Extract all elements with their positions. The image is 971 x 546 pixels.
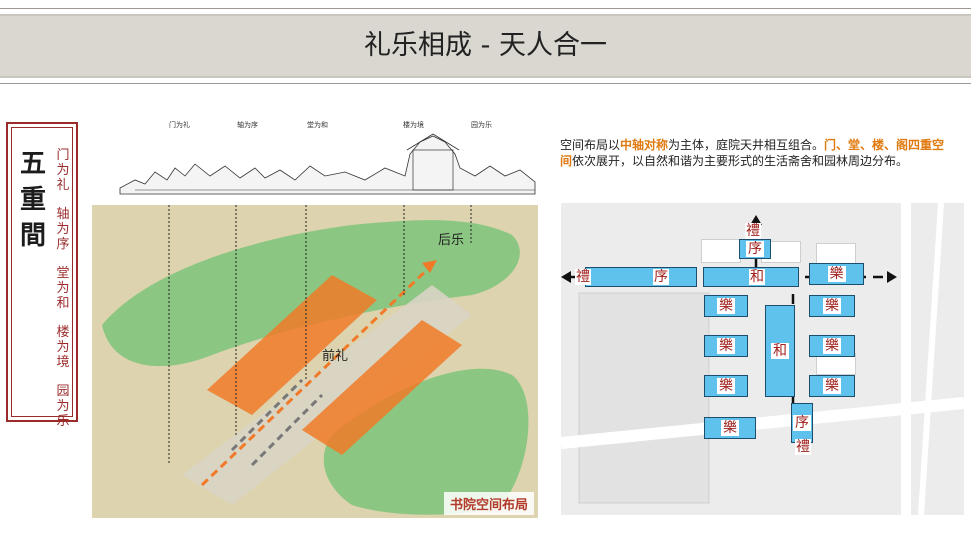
skyline-label-tang: 堂为和: [307, 121, 328, 129]
campus-layout-drawing: [92, 205, 538, 518]
label-he-row: 和: [749, 269, 765, 285]
site-plan: 樂 序 樂 樂 樂 樂 樂 樂 樂 和 序 禮 禮 序 和 禮: [561, 203, 964, 515]
label-yue-6: 樂: [823, 378, 841, 394]
building-yue-7: 樂: [704, 417, 756, 439]
para-text-3: 依次展开，以自然和谐为主要形式的生活斋舍和园林周边分布。: [572, 154, 909, 168]
seal-col-1: 门为礼: [56, 148, 70, 193]
label-yue-7: 樂: [721, 420, 739, 436]
label-li-top: 禮: [745, 223, 761, 239]
seal-col-5: 园为乐: [56, 384, 70, 429]
page-title: 礼乐相成 - 天人合一: [364, 30, 607, 61]
label-yue-east: 樂: [827, 266, 846, 282]
seal-col-4: 楼为境: [56, 325, 70, 370]
label-xu-bottom: 序: [793, 415, 811, 431]
label-yue-5: 樂: [717, 378, 735, 394]
seal-main-text: 五重間: [19, 149, 46, 251]
building-yue-4: 樂: [809, 335, 855, 357]
skyline-label-zhou: 轴为序: [237, 121, 258, 129]
skyline-label-yuan: 园为乐: [471, 121, 492, 129]
title-divider-bottom: [0, 83, 971, 84]
residence-block: [816, 243, 856, 265]
label-li-bottom: 禮: [795, 439, 811, 455]
label-yue-2: 樂: [823, 298, 841, 314]
label-li-left: 禮: [575, 269, 591, 285]
building-yue-6: 樂: [809, 375, 855, 397]
seal-inner-border: [11, 127, 73, 417]
label-yue-3: 樂: [717, 338, 735, 354]
label-qianli: 前礼: [322, 349, 349, 364]
label-houle: 后乐: [438, 233, 465, 248]
building-east: 樂: [809, 263, 864, 285]
seal-columns: 门为礼 轴为序 堂为和 楼为境 园为乐: [52, 148, 74, 443]
description-paragraph: 空间布局以中轴对称为主体，庭院天井相互组合。门、堂、楼、阁四重空间依次展开，以自…: [560, 137, 955, 169]
para-text-2: 为主体，庭院天井相互组合。: [668, 138, 825, 152]
label-yue-1: 樂: [717, 298, 735, 314]
building-south-gate: 序: [791, 403, 813, 443]
title-bar: 礼乐相成 - 天人合一: [0, 8, 971, 84]
building-north-gate: 序: [739, 239, 771, 259]
map-caption: 书院空间布局: [443, 492, 534, 515]
building-yue-1: 樂: [704, 295, 748, 317]
building-yue-3: 樂: [704, 335, 748, 357]
title-divider-top: [0, 8, 971, 9]
building-yue-5: 樂: [704, 375, 748, 397]
skyline-sketch: 门为礼 轴为序 堂为和 楼为境 园为乐: [115, 120, 540, 200]
para-highlight-1: 中轴对称: [620, 138, 669, 152]
skyline-label-men: 门为礼: [169, 121, 190, 129]
seal-col-2: 轴为序: [56, 207, 70, 252]
building-yue-2: 樂: [809, 295, 855, 317]
label-he-center: 和: [771, 343, 789, 359]
seal-panel: 五重間 门为礼 轴为序 堂为和 楼为境 园为乐: [6, 122, 78, 429]
label-xu-top: 序: [746, 241, 764, 257]
campus-layout-map: 后乐 前礼 书院空间布局: [92, 205, 538, 518]
building-central-hall: 和: [765, 305, 795, 397]
residence-block: [701, 239, 741, 263]
para-text-1: 空间布局以: [560, 138, 621, 152]
label-yue-4: 樂: [823, 338, 841, 354]
label-xu-row: 序: [653, 269, 669, 285]
building-west-axis: [585, 267, 697, 287]
skyline-label-lou: 楼为境: [403, 121, 424, 129]
skyline-drawing: [119, 133, 536, 195]
para-highlight-2: 门、堂、楼、阁四重空间: [560, 138, 945, 168]
seal-col-3: 堂为和: [56, 266, 70, 311]
